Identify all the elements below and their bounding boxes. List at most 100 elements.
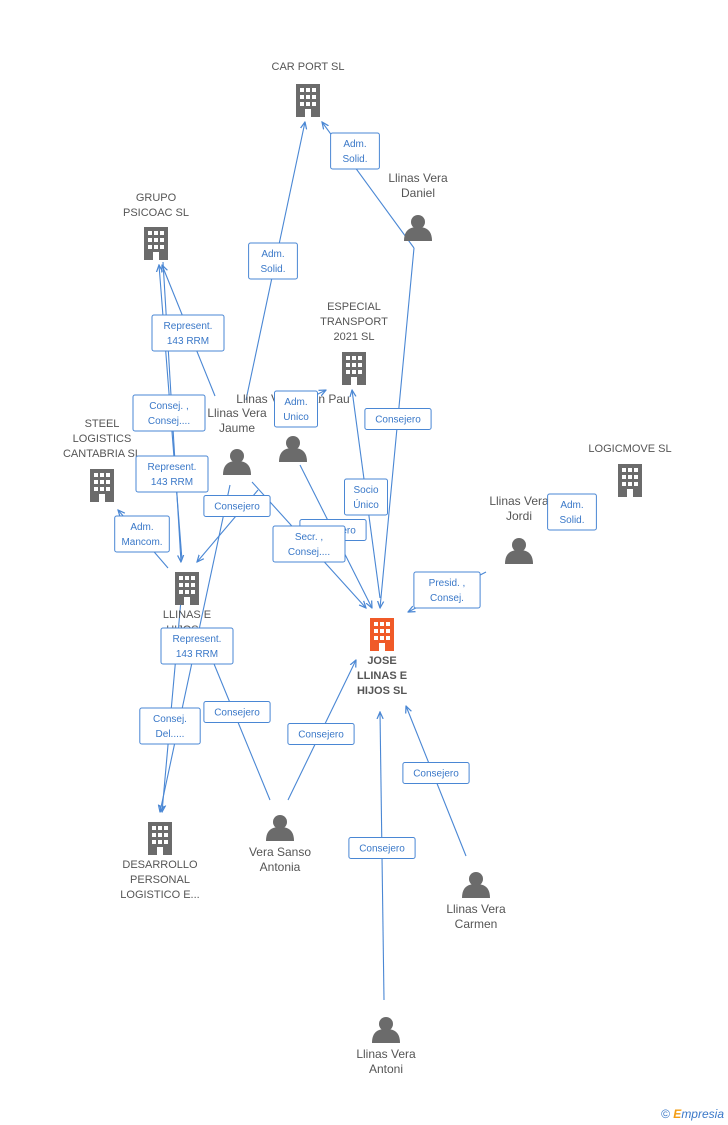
edge-label-box <box>402 762 470 784</box>
building-icon <box>90 469 114 502</box>
edge-label-text: Presid. , <box>429 578 466 589</box>
person-label: Llinas Vera <box>356 1047 416 1061</box>
person-icon <box>223 449 251 475</box>
company-node-psicoac[interactable]: GRUPO PSICOAC SL <box>123 192 189 260</box>
edge-label-jaume-psicoac[interactable]: Represent. 143 RRM <box>151 314 225 352</box>
edge-label-text: Solid. <box>342 154 367 165</box>
building-icon <box>148 822 172 855</box>
edge-label-llinas-desarrollo[interactable]: Consej. Del..... <box>139 707 201 745</box>
edge-label-antonia-jose[interactable]: Consejero <box>287 723 355 745</box>
edge-label-box <box>203 701 271 723</box>
edge-label-daniel-carport[interactable]: Adm. Solid. <box>330 132 380 170</box>
edge-label-jaume-llinas[interactable]: Consejero <box>203 495 271 517</box>
company-label: STEEL <box>85 418 120 430</box>
company-node-especial[interactable]: ESPECIAL TRANSPORT 2021 SL <box>320 301 388 385</box>
edge-label-text: Solid. <box>260 264 285 275</box>
person-icon <box>505 538 533 564</box>
edge-label-text: Adm. <box>343 139 366 150</box>
person-icon <box>266 815 294 841</box>
edge-label-jaume-carport[interactable]: Adm. Solid. <box>248 242 298 280</box>
edge-label-llinas-psicoac[interactable]: Consej. , Consej.... <box>132 394 206 432</box>
edge-label-antoni-jose[interactable]: Consejero <box>348 837 416 859</box>
company-label: PSICOAC SL <box>123 207 189 219</box>
edge-label-box <box>132 394 206 432</box>
person-label: Llinas Vera <box>489 494 549 508</box>
edge-label-text: Mancom. <box>121 537 162 548</box>
building-icon <box>175 572 199 605</box>
edge-label-text: Adm. <box>560 500 583 511</box>
brand-name: mpresia <box>681 1107 724 1121</box>
edge-label-psicoac_src-llinas[interactable]: Represent. 143 RRM <box>135 455 209 493</box>
edge-label-text: Represent. <box>148 462 197 473</box>
edge-label-text: Consej. <box>153 714 187 725</box>
edge-label-text: Del..... <box>156 729 185 740</box>
edge-label-text: Adm. <box>261 249 284 260</box>
edge-label-text: Adm. <box>284 397 307 408</box>
edge-label-carmen-jose[interactable]: Consejero <box>402 762 470 784</box>
edge-label-text: Unico <box>283 412 309 423</box>
person-label: Jaume <box>219 421 255 435</box>
edge-label-box <box>160 627 234 665</box>
building-icon <box>296 84 320 117</box>
company-node-carport[interactable]: CAR PORT SL <box>272 61 345 117</box>
edge-label-text: 143 RRM <box>151 477 193 488</box>
edge-label-text: 143 RRM <box>167 336 209 347</box>
edge-label-text: Represent. <box>173 634 222 645</box>
edge-label-jaume-desarrollo[interactable]: Represent. 143 RRM <box>160 627 234 665</box>
edge-label-text: Consejero <box>214 708 260 719</box>
edge-label-text: Represent. <box>164 321 213 332</box>
person-label: Antonia <box>260 860 301 874</box>
edge-label-text: Único <box>353 498 379 511</box>
edge-label-text: Secr. , <box>295 532 323 543</box>
edge-label-text: Consej.... <box>148 416 190 427</box>
brand-logo-e: E <box>673 1107 682 1121</box>
edge-label-text: 143 RRM <box>176 649 218 660</box>
edge-label-jordi-logicmove[interactable]: Adm.Solid. <box>547 493 597 531</box>
edge-label-llinas2-especial[interactable]: Adm. Unico <box>274 390 318 428</box>
empresia-watermark[interactable]: © Empresia <box>661 1107 724 1121</box>
edge-label-text: Consej. , <box>149 401 188 412</box>
edge-label-text: Consej. <box>430 593 464 604</box>
company-label: CANTABRIA SL <box>63 448 141 460</box>
edge-label-text: Adm. <box>130 522 153 533</box>
building-icon <box>618 464 642 497</box>
edge-label-jaume-jose[interactable]: Secr. , Consej.... <box>272 525 346 563</box>
edge-label-box <box>274 390 318 428</box>
edge-label-daniel-jose[interactable]: Consejero <box>364 408 432 430</box>
copyright-symbol: © <box>661 1107 670 1121</box>
edge-label-jordi-jose[interactable]: Presid. , Consej. <box>413 571 481 609</box>
edge-label-llinas-steel[interactable]: Adm. Mancom. <box>114 515 170 553</box>
edge-label-box <box>344 478 388 516</box>
edge-label-text: Consejero <box>413 769 459 780</box>
edge-label-box <box>203 495 271 517</box>
edge-label-text: Socio <box>353 485 378 496</box>
edge-label-box <box>348 837 416 859</box>
edge-label-antonia-llinas[interactable]: Consejero <box>203 701 271 723</box>
building-icon <box>370 618 394 651</box>
company-node-logicmove[interactable]: LOGICMOVE SL <box>588 443 672 497</box>
person-label: Antoni <box>369 1062 403 1076</box>
edge-label-text: Consej.... <box>288 547 330 558</box>
company-label: 2021 SL <box>334 331 375 343</box>
company-label: ESPECIAL <box>327 301 381 313</box>
edge-label-text: Consejero <box>214 502 260 513</box>
company-label: LLINAS E <box>163 609 211 621</box>
company-label: GRUPO <box>136 192 177 204</box>
person-label: Jordi <box>506 509 532 523</box>
company-label: JOSE <box>367 655 396 667</box>
company-node-llinas[interactable]: LLINAS EHIJOS... <box>163 572 211 636</box>
company-label: TRANSPORT <box>320 316 388 328</box>
edge-label-text: Consejero <box>375 415 421 426</box>
building-icon <box>144 227 168 260</box>
